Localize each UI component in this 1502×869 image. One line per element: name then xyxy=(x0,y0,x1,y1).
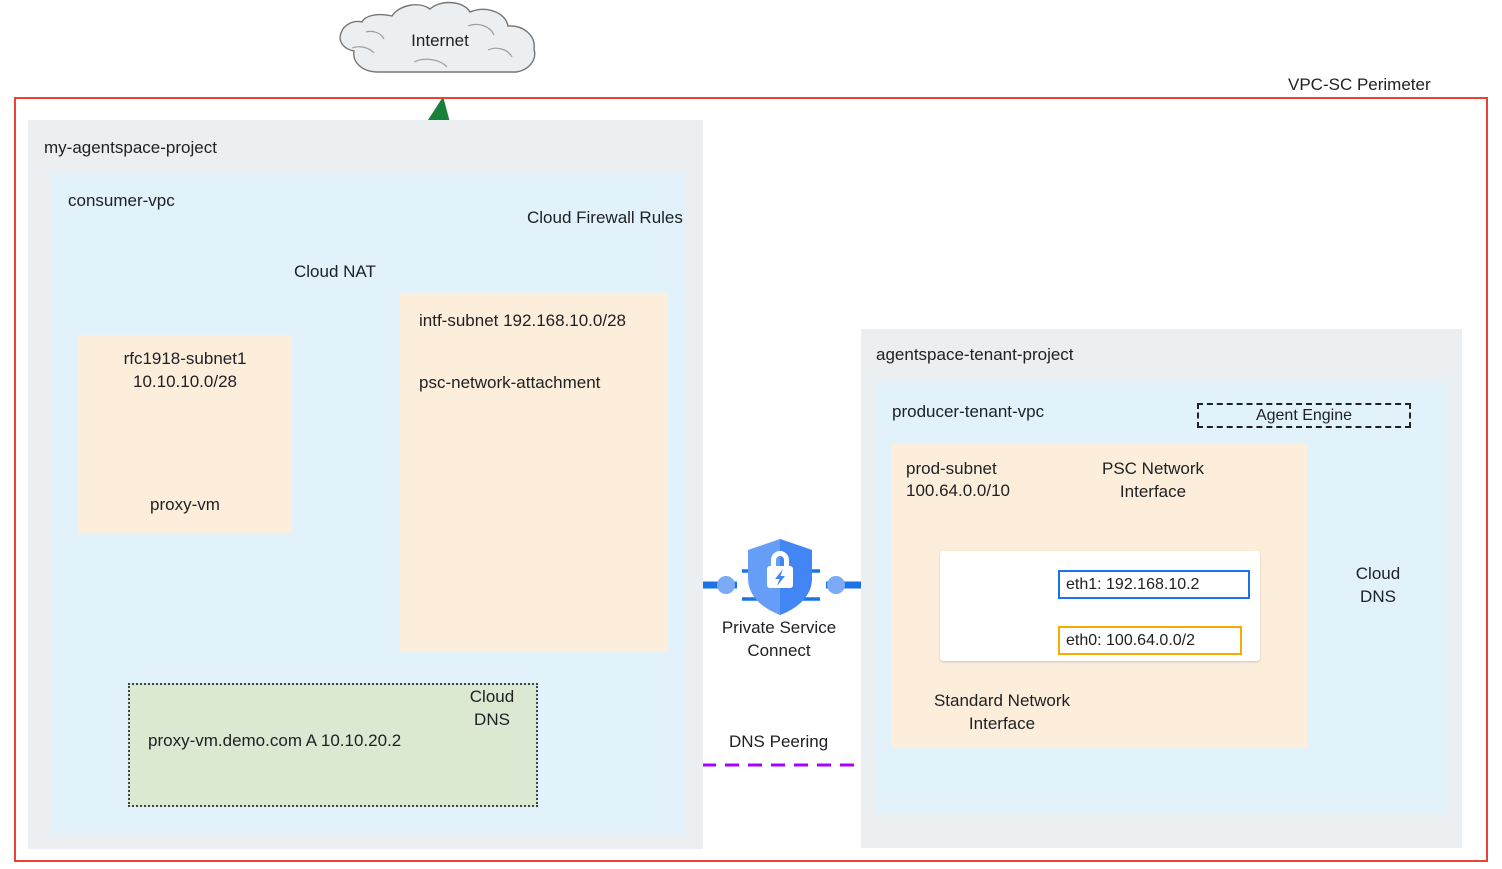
tenant-cloud-dns-label: Cloud DNS xyxy=(1355,564,1401,606)
cloud-icon xyxy=(339,1,536,73)
agent-engine-box: Agent Engine xyxy=(1197,403,1411,428)
vpc-sc-perimeter-label: VPC-SC Perimeter xyxy=(1288,75,1431,94)
consumer-project-label: my-agentspace-project xyxy=(44,138,217,157)
dns-peering-label: DNS Peering xyxy=(729,732,829,751)
cloud-firewall-rules-label: Cloud Firewall Rules xyxy=(527,208,683,227)
intf-subnet-label: intf-subnet 192.168.10.0/28 xyxy=(419,311,626,330)
intf-subnet-container xyxy=(400,293,668,651)
consumer-cloud-dns-label: Cloud DNS xyxy=(469,687,515,729)
psc-network-attachment-label: psc-network-attachment xyxy=(419,373,601,392)
prod-subnet-name: prod-subnet xyxy=(906,459,997,478)
vpc-sc-perimeter-border xyxy=(14,97,1488,862)
psc-network-interface-label: PSC Network Interface xyxy=(1101,459,1205,501)
internet-label: Internet xyxy=(411,31,469,50)
rfc1918-subnet-cidr: 10.10.10.0/28 xyxy=(133,371,237,391)
dns-a-record-label: proxy-vm.demo.com A 10.10.20.2 xyxy=(148,731,402,750)
private-service-connect-label: Private Service Connect xyxy=(721,618,837,660)
producer-tenant-vpc-label: producer-tenant-vpc xyxy=(892,402,1045,421)
rfc1918-subnet-container xyxy=(78,335,292,533)
cloud-nat-label: Cloud NAT xyxy=(294,262,376,281)
psc-node-left xyxy=(717,576,735,594)
eth1-interface-box: eth1: 192.168.10.2 xyxy=(1058,570,1250,599)
consumer-vpc-label: consumer-vpc xyxy=(68,191,175,210)
eth0-interface-box: eth0: 100.64.0.0/2 xyxy=(1058,626,1242,655)
prod-subnet-label: prod-subnet 100.64.0.0/10 xyxy=(906,458,1086,502)
standard-network-interface-label: Standard Network Interface xyxy=(933,691,1071,733)
cloud-dns-private-zone xyxy=(128,683,538,807)
proxy-vm-label: proxy-vm xyxy=(150,495,220,514)
shield-lock-bolt-icon xyxy=(748,539,812,615)
tenant-project-label: agentspace-tenant-project xyxy=(876,345,1074,364)
rfc1918-subnet-name: rfc1918-subnet1 xyxy=(123,349,247,368)
psc-node-right xyxy=(827,576,845,594)
prod-subnet-cidr: 100.64.0.0/10 xyxy=(906,481,1010,501)
rfc1918-subnet-label: rfc1918-subnet1 10.10.10.0/28 xyxy=(78,348,292,394)
